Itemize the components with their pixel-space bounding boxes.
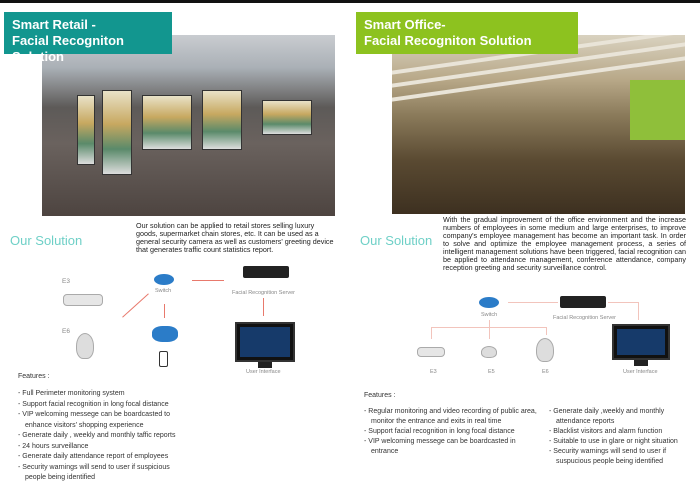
server-label: Facial Recognition Server <box>553 315 616 321</box>
cam-e5-label: E5 <box>488 369 495 375</box>
server-icon <box>243 266 289 278</box>
title-line-2: Facial Recogniton Solution <box>364 33 532 48</box>
cloud-download-icon <box>152 326 178 342</box>
title-line-1: Smart Retail - <box>12 17 96 32</box>
retail-store-photo <box>42 35 335 216</box>
arrow <box>122 293 149 318</box>
features-heading: Features : <box>18 373 50 380</box>
office-photo <box>392 35 685 214</box>
monitor-icon <box>235 322 295 362</box>
office-description: With the gradual improvement of the offi… <box>443 215 686 272</box>
cam-e3-label: E3 <box>430 369 437 375</box>
monitor-icon <box>612 324 670 360</box>
cam-e6-label: E6 <box>62 328 70 335</box>
cam-e3-label: E3 <box>62 278 70 285</box>
feature-item: Full Perimeter monitoring system <box>18 389 188 400</box>
retail-title: Smart Retail - Facial Recogniton Solutio… <box>4 12 172 64</box>
feature-item: Security warnings will send to user if s… <box>549 447 679 467</box>
office-features-col2: Generate daily ,weekly and monthly atten… <box>549 407 679 467</box>
feature-item: Generate daily ,weekly and monthly atten… <box>549 407 679 427</box>
our-solution-heading: Our Solution <box>360 233 433 248</box>
feature-item: Support facial recognition in long focal… <box>364 427 544 437</box>
feature-item: Generate daily attendance report of empl… <box>18 452 188 463</box>
ui-label: User Interface <box>623 369 658 375</box>
retail-features-list: Full Perimeter monitoring system Support… <box>18 389 188 484</box>
switch-icon <box>479 297 499 308</box>
title-line-1: Smart Office- <box>364 17 446 32</box>
feature-item: Security warnings will send to user if s… <box>18 463 188 484</box>
switch-label: Switch <box>481 312 498 318</box>
top-bar <box>0 0 700 3</box>
phone-icon <box>159 351 168 367</box>
ptz-camera-icon <box>536 338 554 362</box>
feature-item: Regular monitoring and video recording o… <box>364 407 544 427</box>
arrow <box>192 280 224 281</box>
title-line-2: Facial Recogniton Solution <box>12 33 124 64</box>
connector <box>508 302 558 303</box>
office-title: Smart Office- Facial Recogniton Solution <box>356 12 578 54</box>
our-solution-heading: Our Solution <box>10 233 83 248</box>
connector <box>489 327 490 339</box>
connector <box>638 302 639 320</box>
feature-item: VIP welcoming messege can be boardcasted… <box>18 410 188 431</box>
switch-label: Switch <box>155 288 172 294</box>
retail-description: Our solution can be applied to retail st… <box>136 221 334 254</box>
feature-item: VIP welcoming messege can be boardcasted… <box>364 437 544 457</box>
ptz-camera-icon <box>76 333 94 359</box>
bullet-camera-icon <box>417 347 445 357</box>
cam-e6-label: E6 <box>542 369 549 375</box>
ui-label: User Interface <box>246 369 281 375</box>
dome-camera-icon <box>481 346 497 358</box>
arrow <box>263 298 264 316</box>
feature-item: Blacklist visitors and alarm function <box>549 427 679 437</box>
arrow <box>164 304 165 318</box>
feature-item: 24 hours surveillance <box>18 442 188 453</box>
connector <box>608 302 638 303</box>
monitor-stand <box>634 360 648 366</box>
connector <box>431 327 432 339</box>
switch-icon <box>154 274 174 285</box>
server-icon <box>560 296 606 308</box>
server-label: Facial Recognition Server <box>232 290 295 296</box>
feature-item: Generate daily , weekly and monthly taff… <box>18 431 188 442</box>
feature-item: Support facial recognition in long focal… <box>18 400 188 411</box>
connector <box>546 327 547 335</box>
office-features-col1: Regular monitoring and video recording o… <box>364 407 544 457</box>
bullet-camera-icon <box>63 294 103 306</box>
features-heading: Features : <box>364 392 396 399</box>
monitor-stand <box>258 362 272 368</box>
connector <box>489 320 490 327</box>
feature-item: Suitable to use in glare or night situat… <box>549 437 679 447</box>
